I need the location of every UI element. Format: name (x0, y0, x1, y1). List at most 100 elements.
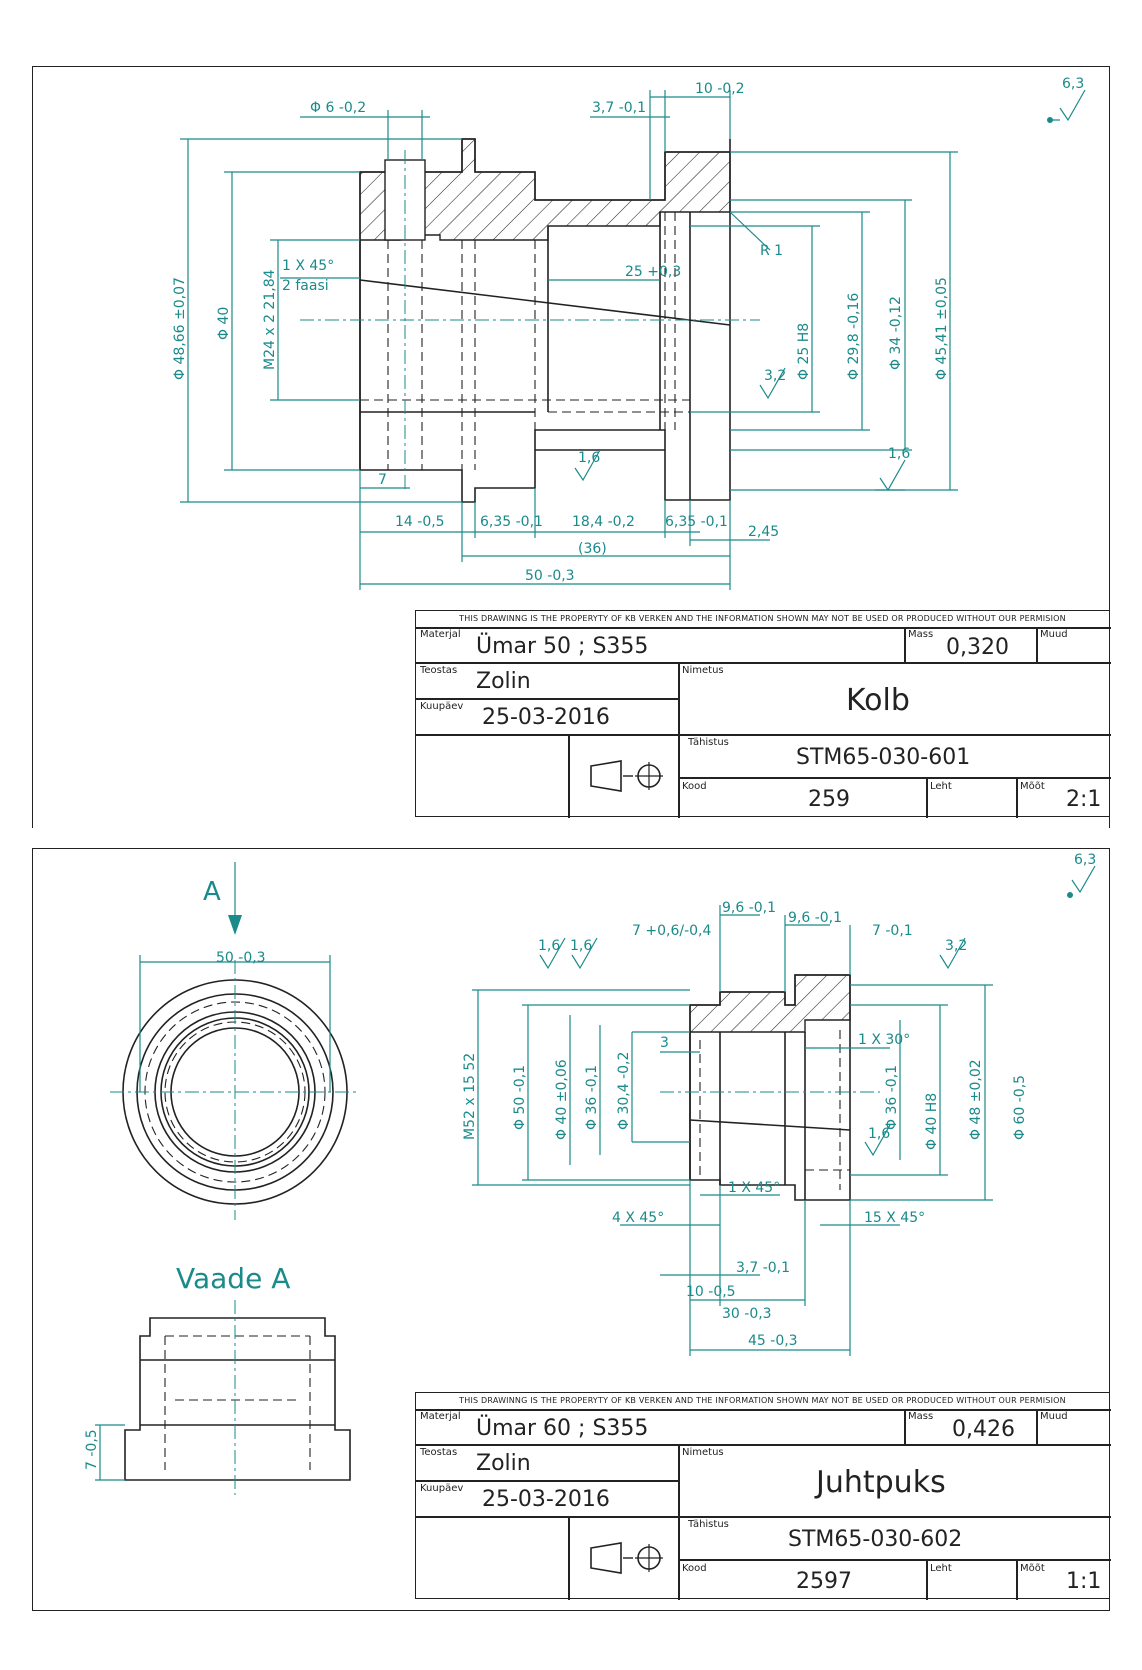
dim-text: Φ 40 H8 (924, 1093, 940, 1150)
dim-text: 2,45 (748, 524, 779, 540)
material-value: Ümar 50 ; S355 (476, 634, 649, 659)
mass-value: 0,426 (952, 1417, 1015, 1442)
designation-value: STM65-030-601 (796, 745, 971, 770)
dim-text: 7 (378, 472, 387, 488)
dim-text: Φ 60 -0,5 (1012, 1075, 1028, 1140)
dim-text: 25 +0,3 (625, 264, 681, 280)
dim-text: M52 x 15 52 (462, 1053, 478, 1140)
dim-text: Φ 50 -0,1 (512, 1065, 528, 1130)
dim-text: 3 (660, 1035, 669, 1051)
dim-text: M24 x 2 21,84 (262, 269, 278, 370)
projection-symbol-icon (590, 760, 663, 792)
mass-label: Mass (908, 629, 934, 640)
dim-text: 2 faasi (282, 278, 329, 294)
dim-text: 1 X 45° (282, 258, 334, 274)
dim-text: 10 -0,2 (695, 81, 745, 97)
juhtpuks-front-view (110, 862, 360, 1220)
dim-text: 1,6 (570, 938, 592, 954)
dim-text: Φ 48,66 ±0,07 (172, 277, 188, 380)
dim-text: Φ 29,8 -0,16 (846, 293, 862, 380)
scale-value: 2:1 (1066, 787, 1102, 812)
dim-text: 30 -0,3 (722, 1306, 772, 1322)
mass-label: Mass (908, 1411, 934, 1422)
dim-text: Φ 45,41 ±0,05 (934, 277, 950, 380)
dim-text: 1,6 (538, 938, 560, 954)
code-label: Kood (682, 1563, 707, 1574)
dim-text: 10 -0,5 (686, 1284, 736, 1300)
code-value: 259 (808, 787, 850, 812)
code-label: Kood (682, 781, 707, 792)
juhtpuks-side-view (95, 1300, 351, 1495)
dim-text: 3,2 (945, 938, 967, 954)
dim-text: 1,6 (888, 446, 910, 462)
surface-finish-text: 6,3 (1074, 852, 1096, 868)
dim-text: 6,35 -0,1 (480, 514, 543, 530)
author-value: Zolin (476, 1451, 531, 1476)
title-block-juhtpuks: THIS DRAWINNG IS THE PROPERYTY OF KB VER… (415, 1392, 1111, 1600)
material-label: Materjal (420, 1411, 461, 1422)
date-value: 25-03-2016 (482, 1487, 610, 1512)
title-block-kolb: THIS DRAWINNG IS THE PROPERYTY OF KB VER… (415, 610, 1111, 818)
dim-text: 45 -0,3 (748, 1333, 798, 1349)
dim-text: 15 X 45° (864, 1210, 925, 1226)
dim-text: 3,7 -0,1 (592, 100, 646, 116)
dim-text: 4 X 45° (612, 1210, 664, 1226)
designation-value: STM65-030-602 (788, 1527, 963, 1552)
dim-text: Φ 48 ±0,02 (968, 1059, 984, 1140)
dim-text: Φ 6 -0,2 (310, 100, 366, 116)
muud-label: Muud (1040, 1411, 1068, 1422)
dim-text: 9,6 -0,1 (722, 900, 776, 916)
dim-text: (36) (578, 541, 607, 557)
date-value: 25-03-2016 (482, 705, 610, 730)
dim-text: 1,6 (868, 1126, 890, 1142)
dim-text: R 1 (760, 243, 783, 259)
juhtpuks-dimension-texts: 6,3 50 -0,3 9,6 -0,1 9,6 -0,1 7 +0,6/-0,… (84, 852, 1096, 1470)
juhtpuks-dimensions (472, 865, 1096, 1356)
sheet-bottom-line (32, 1610, 1110, 1611)
name-label: Nimetus (682, 665, 724, 676)
part-name: Kolb (846, 683, 910, 718)
dim-text: 6,35 -0,1 (665, 514, 728, 530)
ownership-notice: THIS DRAWINNG IS THE PROPERYTY OF KB VER… (459, 614, 1066, 623)
dim-text: Φ 40 (216, 307, 232, 340)
drawing-sheet-kolb (32, 66, 1110, 828)
muud-label: Muud (1040, 629, 1068, 640)
dim-text: 1 X 45° (728, 1180, 780, 1196)
dim-text: Φ 25 H8 (796, 323, 812, 380)
designation-label: Tähistus (688, 737, 729, 748)
drawing-sheet-juhtpuks (32, 848, 1110, 1610)
scale-label: Mõõt (1020, 781, 1045, 792)
date-label: Kuupäev (420, 1483, 464, 1494)
dim-text: 7 -0,1 (872, 923, 913, 939)
date-label: Kuupäev (420, 701, 464, 712)
kolb-dimension-texts: Φ 6 -0,2 3,7 -0,1 10 -0,2 25 +0,3 1 X 45… (172, 76, 1084, 584)
dim-text: 50 -0,3 (525, 568, 575, 584)
dim-text: 3,7 -0,1 (736, 1260, 790, 1276)
dim-text: Φ 34 -0,12 (888, 296, 904, 370)
scale-value: 1:1 (1066, 1569, 1102, 1594)
name-label: Nimetus (682, 1447, 724, 1458)
author-label: Teostas (420, 665, 458, 676)
dim-text: 1,6 (578, 450, 600, 466)
view-label: Vaade A (176, 1262, 291, 1295)
code-value: 2597 (796, 1569, 852, 1594)
kolb-section-view (300, 138, 760, 503)
dim-text: 9,6 -0,1 (788, 910, 842, 926)
author-value: Zolin (476, 669, 531, 694)
dim-text: 7 +0,6/-0,4 (632, 923, 711, 939)
dim-text: 1 X 30° (858, 1032, 910, 1048)
juhtpuks-section-view (660, 974, 880, 1201)
kolb-dimensions (180, 89, 1086, 590)
surface-finish-text: 6,3 (1062, 76, 1084, 92)
dim-text: 3,2 (764, 368, 786, 384)
mass-value: 0,320 (946, 635, 1009, 660)
material-value: Ümar 60 ; S355 (476, 1416, 649, 1441)
author-label: Teostas (420, 1447, 458, 1458)
ownership-notice: THIS DRAWINNG IS THE PROPERYTY OF KB VER… (459, 1396, 1066, 1405)
dim-text: 14 -0,5 (395, 514, 445, 530)
view-marker: A (203, 877, 221, 907)
dim-text: 18,4 -0,2 (572, 514, 635, 530)
sheet-label: Leht (930, 1563, 952, 1574)
dim-text: Φ 40 ±0,06 (554, 1059, 570, 1140)
